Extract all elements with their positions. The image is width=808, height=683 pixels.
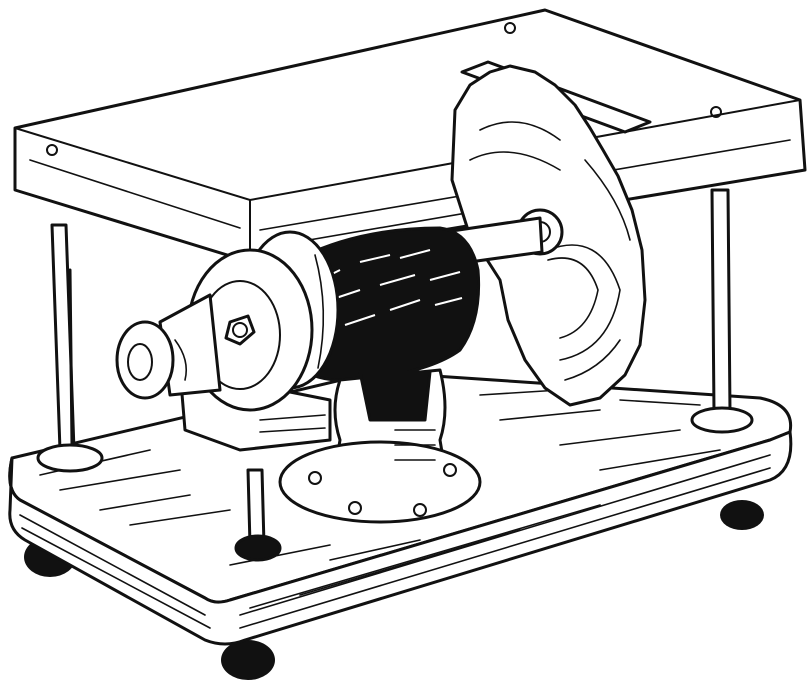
grinding-cone — [115, 293, 222, 400]
base-top-grain — [39, 389, 721, 566]
rear-legs — [36, 188, 754, 473]
table-top — [13, 8, 807, 264]
front-legs — [68, 268, 282, 562]
blade-swirl — [469, 121, 631, 381]
motor-mount — [278, 368, 482, 524]
mount-grain — [394, 429, 436, 461]
base-edge-grain — [19, 454, 771, 629]
